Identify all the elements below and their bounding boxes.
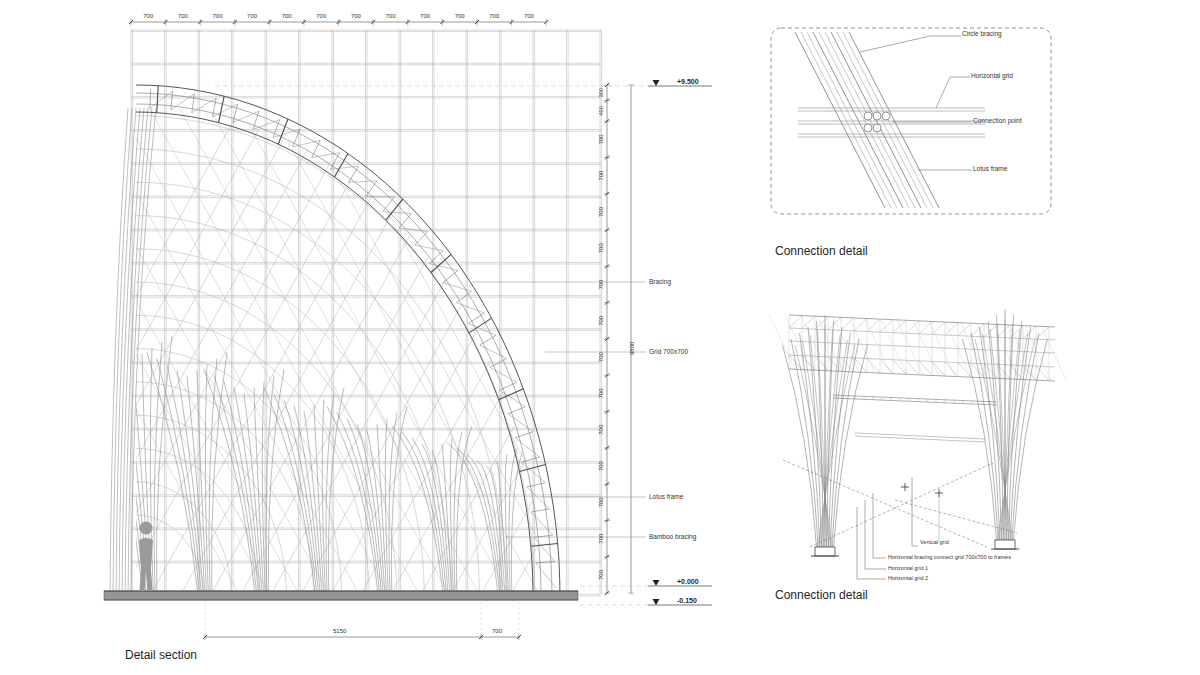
- callout-horizontal-grid-1: Horizontal grid 1: [888, 566, 928, 572]
- dim-label-right: 700: [598, 315, 604, 326]
- dim-label-right: 700: [598, 351, 604, 362]
- elevation-zero: +0.000: [677, 578, 699, 585]
- dim-bottom-700: 700: [492, 628, 502, 634]
- dim-label-right: 700: [598, 424, 604, 435]
- detail-section-drawing: 700 700 700 700 700 700 700 700 700 700 700 700 300 4…: [0, 0, 760, 675]
- dim-label-top: 700: [212, 13, 223, 19]
- dim-label-top: 700: [143, 13, 154, 19]
- dim-label-right: 700: [598, 243, 604, 254]
- callout-circle-bracing: Circle bracing: [962, 31, 1002, 38]
- dim-label-top: 700: [420, 13, 431, 19]
- dim-label-top: 700: [178, 13, 189, 19]
- dim-label-right: 700: [598, 279, 604, 290]
- dim-label-right: 700: [598, 460, 604, 471]
- callout-connection-point: Connection point: [973, 118, 1022, 125]
- dim-label-right: 400: [598, 106, 604, 115]
- detail-bottom-caption: Connection detail: [775, 589, 868, 601]
- dim-bottom-5150: 5150: [333, 628, 346, 634]
- dim-label-right: 700: [598, 134, 604, 145]
- dim-label-right: 300: [598, 88, 604, 97]
- dim-label-right: 700: [598, 497, 604, 508]
- dim-label-right: 700: [598, 533, 604, 544]
- connection-detail-bottom-drawing: [755, 295, 1085, 595]
- dim-label-top: 700: [489, 13, 500, 19]
- dim-label-right: 700: [598, 569, 604, 580]
- callout-bamboo-bracing: Bamboo bracing: [649, 534, 696, 541]
- elevation-below: -0.150: [677, 597, 697, 604]
- elevation-top: +9.500: [677, 78, 699, 85]
- dim-label-top: 700: [385, 13, 396, 19]
- dim-label-right: 700: [598, 170, 604, 181]
- dim-label-top: 700: [282, 13, 293, 19]
- callout-horizontal-grid-2: Horizontal grid 2: [888, 576, 928, 582]
- callout-lotus-frame: Lotus frame: [649, 494, 683, 501]
- dim-label-right: 700: [598, 388, 604, 399]
- main-caption: Detail section: [125, 649, 197, 661]
- callout-grid-700x700: Grid 700x700: [649, 349, 688, 356]
- dim-label-top: 700: [316, 13, 327, 19]
- dim-label-top: 700: [455, 13, 466, 19]
- callout-horizontal-grid: Horizontal grid: [971, 73, 1013, 80]
- dim-label-right: 700: [598, 206, 604, 217]
- callout-lotus-frame-detail: Lotus frame: [973, 166, 1007, 173]
- connection-detail-top-drawing: [740, 20, 1080, 270]
- dim-label-top: 700: [351, 13, 362, 19]
- callout-vertical-grid: Vertical grid: [920, 540, 949, 546]
- dim-label-top: 700: [524, 13, 535, 19]
- callout-bracing: Bracing: [649, 279, 671, 286]
- dim-total-right: 9800: [629, 342, 635, 355]
- detail-top-caption: Connection detail: [775, 245, 868, 257]
- callout-horizontal-bracing: Horizontal bracing connect grid 700x700 …: [888, 555, 1011, 561]
- dim-label-top: 700: [247, 13, 258, 19]
